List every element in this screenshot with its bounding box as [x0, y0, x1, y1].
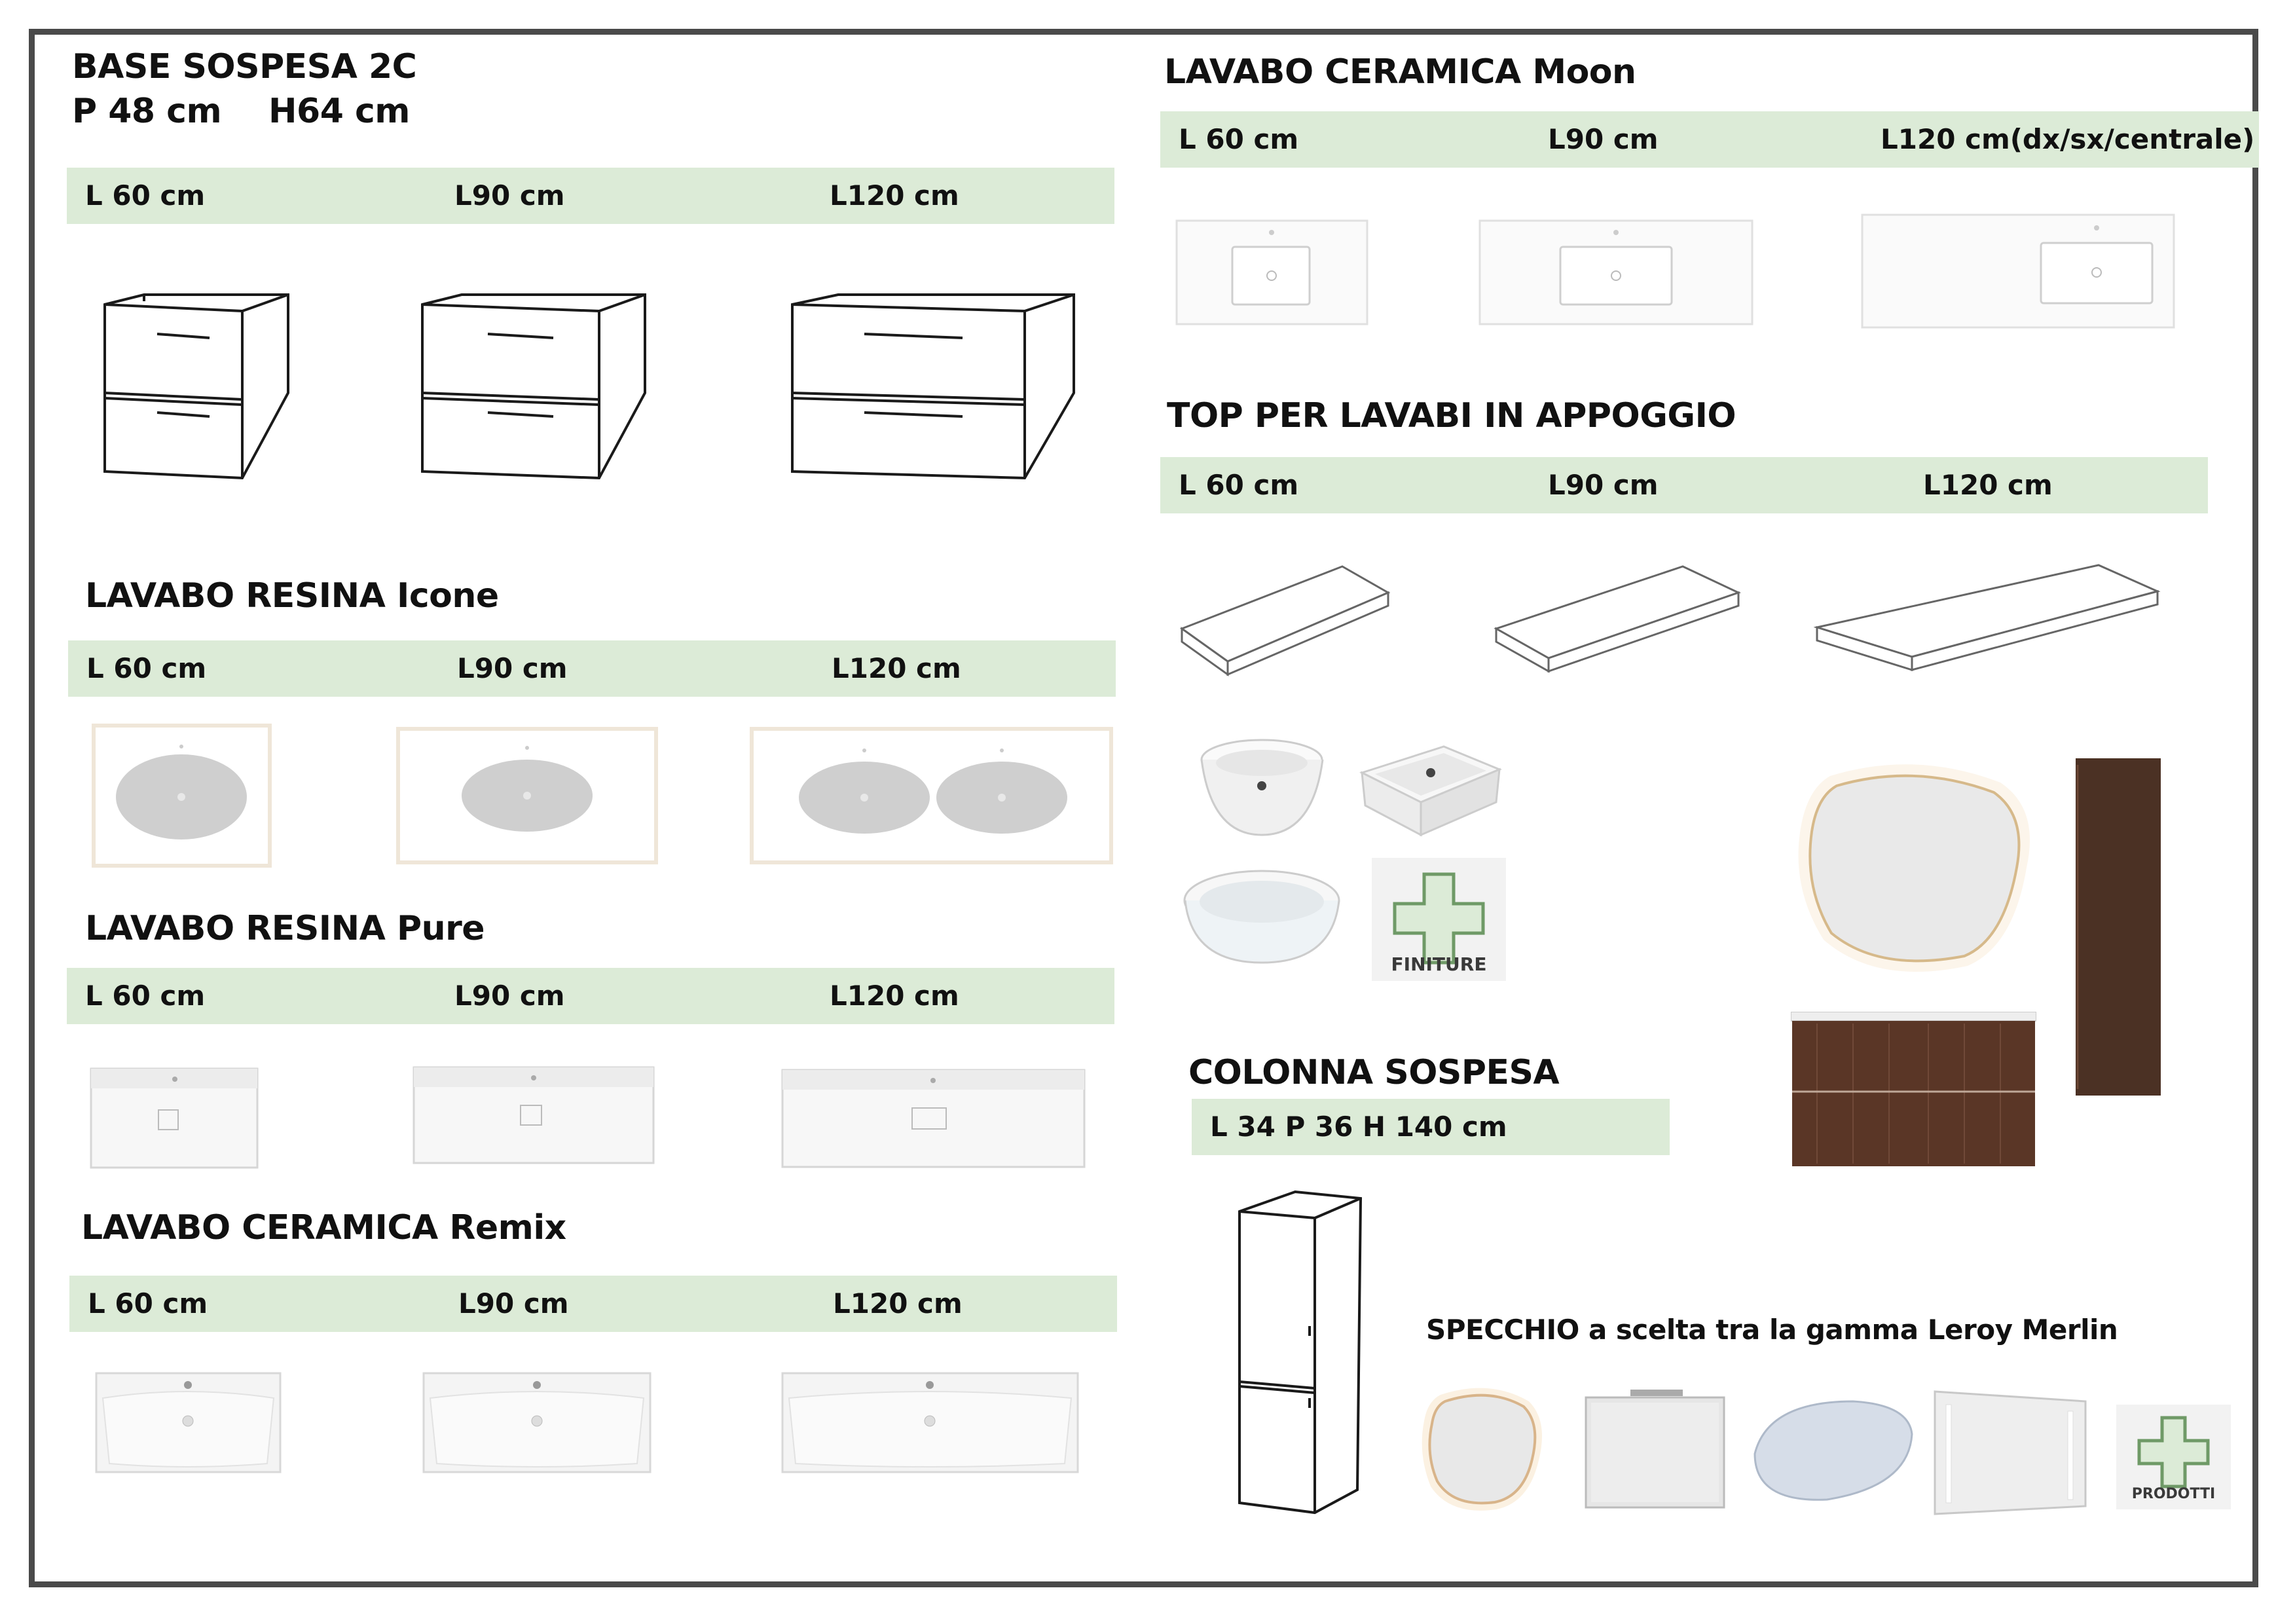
- top-60-image: [1179, 563, 1391, 678]
- lavabo-moon-60-image: [1175, 219, 1368, 325]
- base-cabinet-90-image: [416, 288, 652, 485]
- size-label: L120 cm: [1923, 469, 2053, 501]
- size-label: L120 cm: [830, 980, 959, 1012]
- top-lavabi-size-band: L 60 cm L90 cm L120 cm: [1160, 457, 2208, 513]
- lavabo-remix-size-band: L 60 cm L90 cm L120 cm: [69, 1276, 1117, 1332]
- top-120-image: [1814, 562, 2161, 673]
- size-label: L90 cm: [454, 980, 565, 1012]
- top-lavabi-title: TOP PER LAVABI IN APPOGGIO: [1167, 396, 1736, 435]
- size-label: L 60 cm: [85, 980, 206, 1012]
- size-label: L120 cm: [832, 652, 961, 684]
- lavabo-icone-90-image: [396, 727, 658, 864]
- base-sospesa-size-band: L 60 cm L90 cm L120 cm: [67, 168, 1114, 224]
- lavabo-icone-size-band: L 60 cm L90 cm L120 cm: [68, 640, 1116, 697]
- size-label: L90 cm: [1548, 469, 1659, 501]
- lavabo-ceramica-remix-title: LAVABO CERAMICA Remix: [81, 1208, 566, 1247]
- oval-vessel-basin-image: [1182, 868, 1342, 966]
- lavabo-pure-60-image: [90, 1067, 259, 1169]
- lavabo-resina-pure-title: LAVABO RESINA Pure: [85, 909, 485, 948]
- lavabo-remix-60-image: [95, 1372, 282, 1473]
- mirror-rectangular-lamp-image: [1585, 1388, 1725, 1509]
- size-label: L 60 cm: [85, 179, 206, 212]
- mirror-organic-image: [1418, 1382, 1549, 1516]
- specchio-text: SPECCHIO a scelta tra la gamma Leroy Mer…: [1426, 1314, 2118, 1346]
- size-label: L90 cm: [1548, 123, 1659, 155]
- size-label: L90 cm: [458, 1287, 569, 1320]
- finiture-card[interactable]: FINITURE: [1372, 858, 1506, 981]
- colonna-dimensions: L 34 P 36 H 140 cm: [1210, 1111, 1507, 1143]
- colonna-size-band: L 34 P 36 H 140 cm: [1192, 1099, 1670, 1155]
- size-label: L90 cm: [454, 179, 565, 212]
- page-frame: [29, 29, 2258, 1587]
- lavabo-pure-90-image: [413, 1066, 655, 1164]
- finiture-label: FINITURE: [1391, 953, 1487, 975]
- lavabo-icone-120-image: [750, 727, 1113, 864]
- colonna-sospesa-title: COLONNA SOSPESA: [1188, 1053, 1560, 1092]
- plus-icon: [2137, 1416, 2210, 1488]
- lavabo-resina-icone-title: LAVABO RESINA Icone: [85, 576, 499, 616]
- mirror-led-strips-image: [1932, 1388, 2089, 1516]
- base-sospesa-height: H64 cm: [268, 92, 411, 131]
- plus-icon: [1393, 872, 1485, 965]
- base-sospesa-title: BASE SOSPESA 2C: [72, 47, 417, 86]
- lavabo-pure-120-image: [781, 1069, 1086, 1168]
- top-90-image: [1493, 563, 1742, 674]
- square-vessel-basin-image: [1359, 740, 1503, 838]
- base-sospesa-depth: P 48 cm: [72, 92, 222, 131]
- base-cabinet-120-image: [786, 288, 1080, 485]
- lavabo-pure-size-band: L 60 cm L90 cm L120 cm: [67, 968, 1114, 1024]
- size-label: L 60 cm: [86, 652, 207, 684]
- lavabo-moon-90-image: [1478, 219, 1753, 325]
- size-label: L 60 cm: [1179, 123, 1299, 155]
- wood-cabinet-image: [1791, 1012, 2036, 1169]
- lavabo-remix-120-image: [781, 1372, 1079, 1473]
- prodotti-card[interactable]: PRODOTTI: [2116, 1405, 2231, 1509]
- led-mirror-image: [1791, 756, 2040, 979]
- round-vessel-basin-image: [1198, 737, 1326, 838]
- colonna-drawing-image: [1236, 1189, 1364, 1516]
- prodotti-label: PRODOTTI: [2131, 1486, 2216, 1502]
- size-label: L90 cm: [457, 652, 568, 684]
- size-label: L 60 cm: [1179, 469, 1299, 501]
- lavabo-ceramica-moon-title: LAVABO CERAMICA Moon: [1164, 52, 1636, 92]
- lavabo-icone-60-image: [92, 724, 272, 868]
- mirror-blue-oval-image: [1742, 1395, 1915, 1503]
- size-label: L120 cm: [830, 179, 959, 212]
- size-label: L120 cm: [833, 1287, 963, 1320]
- wood-column-image: [2076, 758, 2161, 1096]
- lavabo-moon-120-image: [1861, 213, 2175, 329]
- lavabo-remix-90-image: [422, 1372, 652, 1473]
- base-cabinet-60-image: [98, 288, 295, 485]
- size-label: L120 cm(dx/sx/centrale): [1881, 123, 2255, 155]
- size-label: L 60 cm: [88, 1287, 208, 1320]
- lavabo-moon-size-band: L 60 cm L90 cm L120 cm(dx/sx/centrale): [1160, 111, 2259, 168]
